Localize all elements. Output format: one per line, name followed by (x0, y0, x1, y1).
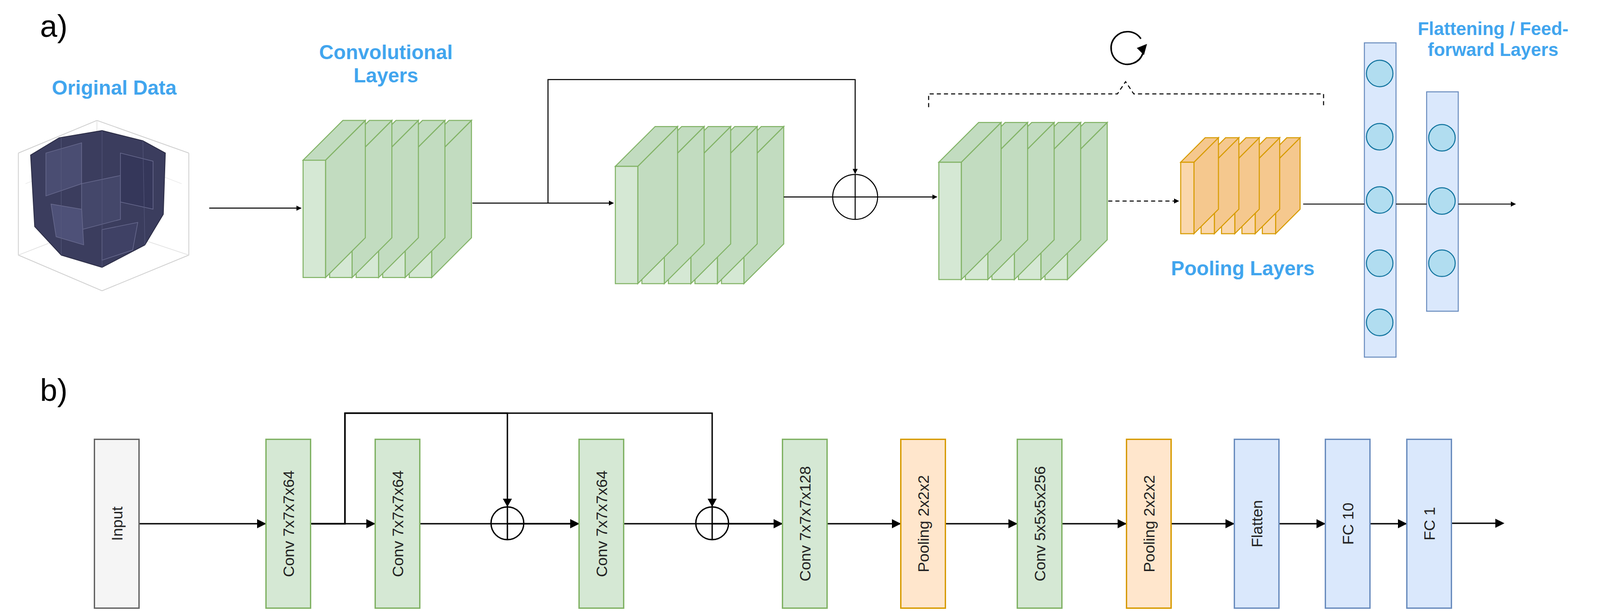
flow-arrow (827, 523, 901, 525)
layer-slab (938, 162, 962, 280)
section-label: Flattening / Feed-forward Layers (1395, 18, 1591, 61)
add-symbol (832, 174, 878, 220)
section-label: Original Data (51, 76, 177, 100)
output-arrow (1452, 522, 1502, 525)
layer-label: Pooling 2x2x2 (1139, 475, 1158, 573)
layer-stacks (303, 120, 1301, 284)
repeat-bracket (928, 81, 1324, 107)
conv-box: Conv 5x5x5x256 (1016, 438, 1063, 609)
flow-arrow (1370, 523, 1407, 525)
flow-arrow (139, 523, 266, 525)
conv-box: Conv 7x7x7x128 (781, 438, 828, 609)
layer-slab (938, 122, 1002, 163)
pooling-box: Pooling 2x2x2 (1125, 438, 1172, 609)
layer-label: Conv 7x7x7x64 (279, 470, 298, 578)
section-label: Pooling Layers (1170, 257, 1315, 281)
dense-column (1364, 42, 1397, 358)
layer-label: Flatten (1247, 500, 1266, 548)
layer-label: Conv 5x5x5x256 (1030, 465, 1049, 582)
repeat-icon-head (1136, 43, 1147, 56)
layer-slab (1180, 137, 1219, 163)
conv-box: Conv 7x7x7x64 (374, 438, 421, 609)
flow-arrow (946, 523, 1017, 525)
panel-letter: a) (40, 8, 68, 44)
layer-label: Pooling 2x2x2 (914, 475, 932, 573)
pooling-box: Pooling 2x2x2 (900, 438, 947, 609)
dense-column (1426, 91, 1459, 312)
layer-label: Conv 7x7x7x64 (388, 470, 407, 578)
layer-label: FC 10 (1338, 502, 1357, 546)
section-label: Convolutional Layers (299, 40, 473, 87)
dense-box: FC 10 (1324, 438, 1371, 609)
voxel-plot (18, 120, 189, 291)
layer-slab (615, 126, 678, 167)
flow-arrow (1062, 523, 1126, 525)
dense-box: FC 1 (1406, 438, 1453, 609)
panel-letter: b) (40, 372, 68, 408)
conv-box: Conv 7x7x7x64 (265, 438, 312, 609)
output-arrow-head (1495, 518, 1505, 528)
conv-box: Conv 7x7x7x64 (578, 438, 625, 609)
layer-slab (303, 160, 326, 278)
input-box: Input (93, 438, 140, 609)
layer-slab (615, 166, 638, 284)
skip-connection (311, 413, 579, 524)
flow-arrow (1171, 523, 1234, 525)
layer-label: Conv 7x7x7x64 (592, 470, 611, 578)
layer-label: Conv 7x7x7x128 (795, 465, 814, 582)
neuron-circles (1366, 60, 1456, 336)
layer-slab (303, 120, 366, 161)
flatten-box: Flatten (1233, 438, 1280, 609)
layer-slab (1180, 162, 1195, 234)
layer-label: Input (107, 506, 126, 542)
layer-label: FC 1 (1420, 506, 1438, 541)
flow-arrow (1279, 523, 1325, 525)
